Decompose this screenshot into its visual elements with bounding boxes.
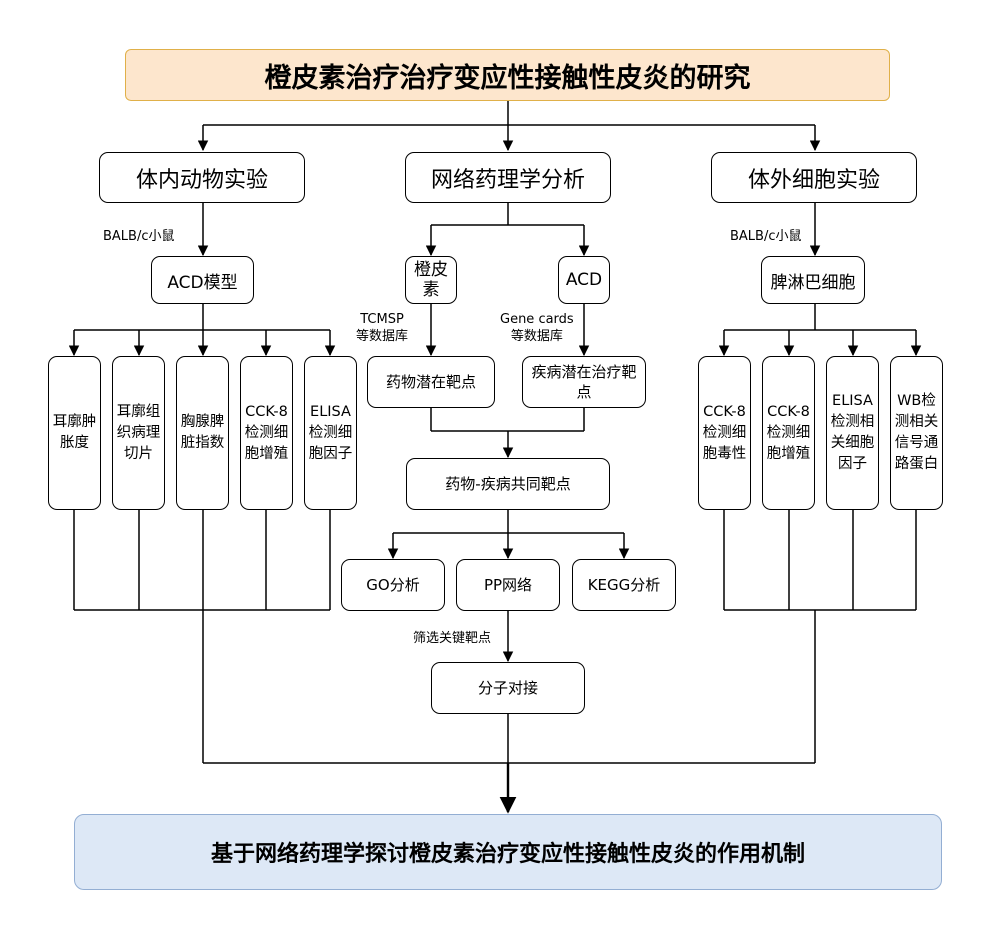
drug-targets-box: 药物潜在靶点 xyxy=(367,356,495,408)
acd-model-box: ACD模型 xyxy=(151,256,254,304)
common-targets-box: 药物-疾病共同靶点 xyxy=(406,458,610,510)
study-title: 橙皮素治疗治疗变应性接触性皮炎的研究 xyxy=(125,49,890,101)
spleen-lymphocyte-text: 脾淋巴细胞 xyxy=(770,272,856,293)
left-item-text: 耳廓组织病理切片 xyxy=(116,403,161,462)
study-title-text: 橙皮素治疗治疗变应性接触性皮炎的研究 xyxy=(264,62,751,94)
disease-box: ACD xyxy=(558,256,610,304)
right-item-text: ELISA检测相关细胞因子 xyxy=(830,393,875,472)
right-item-text: WB检测相关信号通路蛋白 xyxy=(894,393,939,472)
left-item-text: 胸腺脾脏指数 xyxy=(180,414,225,451)
drug-db-label: TCMSP 等数据库 xyxy=(356,311,409,345)
drug-targets-text: 药物潜在靶点 xyxy=(385,373,476,391)
ppi-network-text: PP网络 xyxy=(483,576,533,594)
go-analysis-text: GO分析 xyxy=(366,576,420,594)
right-item-elisa-cytokines: ELISA检测相关细胞因子 xyxy=(826,356,879,510)
network-pharmacology-header-text: 网络药理学分析 xyxy=(430,167,585,193)
in-vitro-header: 体外细胞实验 xyxy=(711,152,917,203)
molecular-docking-text: 分子对接 xyxy=(477,679,538,697)
disease-targets-text: 疾病潜在治疗靶点 xyxy=(531,363,637,401)
right-edge-label: BALB/c小鼠 xyxy=(730,228,802,245)
left-item-elisa-cytokines: ELISA检测细胞因子 xyxy=(304,356,357,510)
right-item-wb-signaling: WB检测相关信号通路蛋白 xyxy=(890,356,943,510)
disease-db-label: Gene cards 等数据库 xyxy=(500,311,574,345)
conclusion-text: 基于网络药理学探讨橙皮素治疗变应性接触性皮炎的作用机制 xyxy=(210,841,805,867)
acd-model-text: ACD模型 xyxy=(167,272,238,293)
left-item-text: 耳廓肿胀度 xyxy=(52,414,97,451)
ppi-network-box: PP网络 xyxy=(456,559,560,611)
in-vitro-header-text: 体外细胞实验 xyxy=(747,167,880,193)
conclusion-box: 基于网络药理学探讨橙皮素治疗变应性接触性皮炎的作用机制 xyxy=(74,814,942,890)
right-item-text: CCK-8检测细胞增殖 xyxy=(766,403,811,462)
left-item-cck8-proliferation: CCK-8检测细胞增殖 xyxy=(240,356,293,510)
disease-text: ACD xyxy=(565,270,603,290)
left-item-text: CCK-8检测细胞增殖 xyxy=(244,403,289,462)
network-pharmacology-header: 网络药理学分析 xyxy=(405,152,611,203)
drug-text: 橙皮素 xyxy=(414,260,448,300)
left-item-text: ELISA检测细胞因子 xyxy=(308,403,353,462)
in-vivo-header: 体内动物实验 xyxy=(99,152,305,203)
left-item-ear-histology: 耳廓组织病理切片 xyxy=(112,356,165,510)
drug-box: 橙皮素 xyxy=(405,256,457,304)
left-item-organ-index: 胸腺脾脏指数 xyxy=(176,356,229,510)
left-item-ear-swelling: 耳廓肿胀度 xyxy=(48,356,101,510)
right-item-text: CCK-8检测细胞毒性 xyxy=(702,403,747,462)
go-analysis-box: GO分析 xyxy=(341,559,445,611)
in-vivo-header-text: 体内动物实验 xyxy=(135,167,268,193)
molecular-docking-box: 分子对接 xyxy=(431,662,585,714)
right-item-cck8-toxicity: CCK-8检测细胞毒性 xyxy=(698,356,751,510)
kegg-analysis-text: KEGG分析 xyxy=(587,576,661,594)
filter-label: 筛选关键靶点 xyxy=(413,630,492,647)
right-item-cck8-proliferation: CCK-8检测细胞增殖 xyxy=(762,356,815,510)
common-targets-text: 药物-疾病共同靶点 xyxy=(445,475,571,493)
kegg-analysis-box: KEGG分析 xyxy=(572,559,676,611)
disease-targets-box: 疾病潜在治疗靶点 xyxy=(522,356,646,408)
spleen-lymphocyte-box: 脾淋巴细胞 xyxy=(761,256,865,304)
left-edge-label: BALB/c小鼠 xyxy=(103,228,175,245)
